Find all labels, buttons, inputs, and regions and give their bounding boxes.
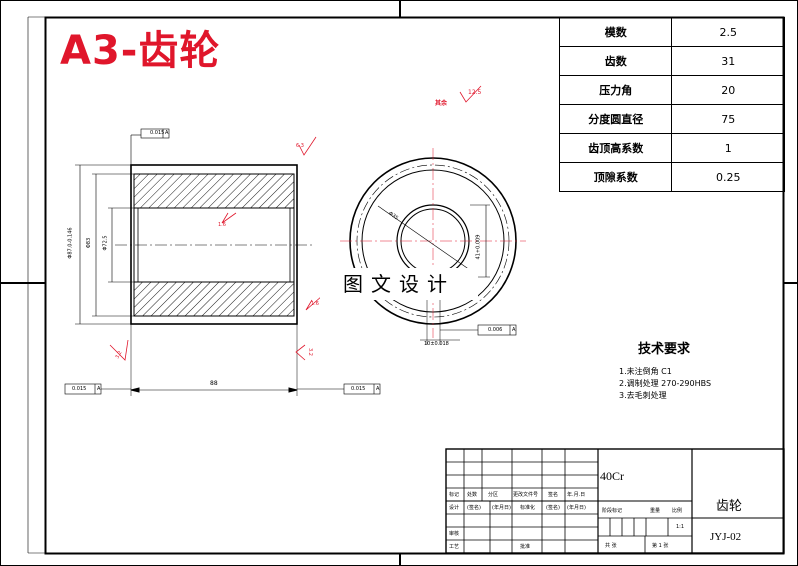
parameter-label: 分度圆直径 — [558, 104, 673, 134]
root-diameter: Φ72.5 — [102, 235, 109, 251]
tb-review: 审核 — [449, 531, 460, 537]
roughness-12-5: 12.5 — [468, 89, 482, 96]
tol-left-datum: A — [97, 386, 101, 392]
tb-label-sign: 签名 — [548, 492, 559, 498]
parameter-label: 齿数 — [558, 46, 673, 76]
drawing-number: JYJ-02 — [710, 531, 742, 543]
tol-left-value: 0.015 — [72, 386, 87, 392]
parameter-label: 压力角 — [558, 75, 673, 105]
tb-design: 设计 — [449, 505, 460, 511]
flatness-datum: A — [512, 327, 516, 333]
parameter-label: 模数 — [558, 17, 673, 47]
tb-design-sign: (签名) — [467, 505, 481, 511]
material-label: 40Cr — [600, 469, 624, 483]
tb-label-zone: 分区 — [488, 492, 499, 498]
flatness-value: 0.006 — [488, 327, 503, 333]
tb-label-mark: 标记 — [449, 492, 460, 498]
parameter-label: 齿顶高系数 — [558, 133, 673, 163]
tech-requirements-title: 技术要求 — [638, 342, 691, 357]
roughness-1-6-b: 1.6 — [311, 301, 319, 307]
tb-approve: 批准 — [520, 544, 531, 550]
title-block-grid — [445, 448, 785, 554]
watermark-text: 图文设计 — [320, 268, 478, 300]
tb-weight: 重量 — [650, 508, 661, 514]
tb-label-count: 处数 — [467, 492, 478, 498]
parameter-value: 2.5 — [671, 17, 785, 47]
roughness-3-2-b: 3.2 — [306, 348, 313, 356]
part-name: 齿轮 — [716, 499, 743, 514]
keyway-depth: 41+0.009 — [475, 234, 482, 260]
roughness-1-6-a: 1.6 — [218, 222, 226, 228]
keyway-width: 10±0.018 — [424, 341, 449, 347]
tb-stage-mark: 阶段标记 — [602, 508, 623, 514]
tb-standard-date: (年月日) — [567, 505, 586, 511]
tol-right-datum: A — [376, 386, 380, 392]
parameter-label: 顶隙系数 — [558, 162, 673, 192]
inner-border — [44, 16, 785, 555]
roughness-6-3: 6.3 — [296, 143, 304, 149]
tech-item-2: 2.调制处理 270-290HBS — [619, 379, 712, 388]
tb-sheet-total: 共 张 — [605, 543, 617, 549]
tb-scale-label: 比例 — [672, 508, 683, 514]
length-dimension: 88 — [210, 380, 218, 387]
tb-process: 工艺 — [449, 544, 460, 550]
parameter-value: 1 — [671, 133, 785, 163]
tb-label-date: 年.月.日 — [567, 492, 586, 498]
tb-standard-sign: (签名) — [546, 505, 560, 511]
end-view — [340, 85, 526, 345]
sheet-title: A3-齿轮 — [60, 28, 221, 74]
tech-item-1: 1.未注倒角 C1 — [619, 367, 672, 376]
rest-label: 其余 — [435, 100, 448, 107]
parameter-value: 31 — [671, 46, 785, 76]
tol-top-datum: A — [165, 130, 169, 136]
tb-label-change-doc: 更改文件号 — [513, 492, 539, 498]
tol-top-value: 0.015 — [150, 130, 165, 136]
parameter-value: 75 — [671, 104, 785, 134]
mid-diameter: Φ83 — [86, 237, 93, 249]
tb-standard: 标准化 — [520, 505, 536, 511]
outer-diameter: Φ87.0-0.146 — [67, 227, 74, 259]
tb-sheet-current: 第 1 张 — [652, 543, 669, 549]
section-view — [64, 128, 381, 396]
scale-value: 1:1 — [676, 524, 685, 530]
parameter-value: 0.25 — [671, 162, 785, 192]
tb-design-date: (年月日) — [492, 505, 511, 511]
parameter-value: 20 — [671, 75, 785, 105]
tech-item-3: 3.去毛刺处理 — [619, 391, 667, 400]
tol-right-value: 0.015 — [351, 386, 366, 392]
